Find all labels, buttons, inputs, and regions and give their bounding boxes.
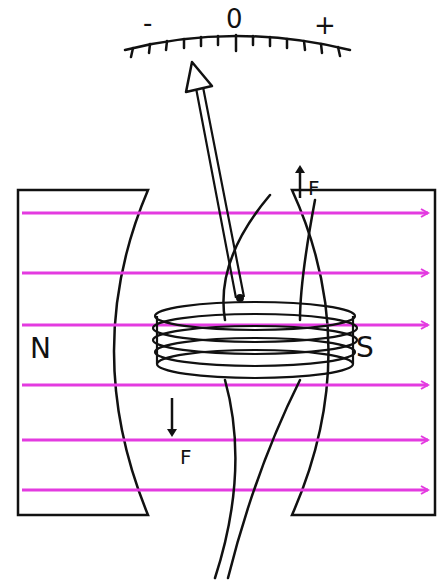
force-label: F: [180, 447, 192, 467]
scale-mark: +: [314, 12, 336, 38]
scale-mark: -: [143, 10, 152, 36]
pole-label: S: [356, 334, 374, 362]
force-arrow: [299, 168, 302, 198]
north-pole-piece: [18, 190, 148, 515]
moving-coil: [153, 302, 357, 378]
meter-scale: [125, 35, 350, 57]
force-label: F: [308, 178, 320, 198]
scale-mark: 0: [226, 6, 243, 32]
pole-label: N: [30, 335, 51, 363]
magnetic-field-lines: [22, 213, 428, 490]
force-arrow: [171, 398, 174, 434]
pointer-needle: [186, 62, 244, 302]
coil-core-and-leads: [215, 195, 315, 578]
